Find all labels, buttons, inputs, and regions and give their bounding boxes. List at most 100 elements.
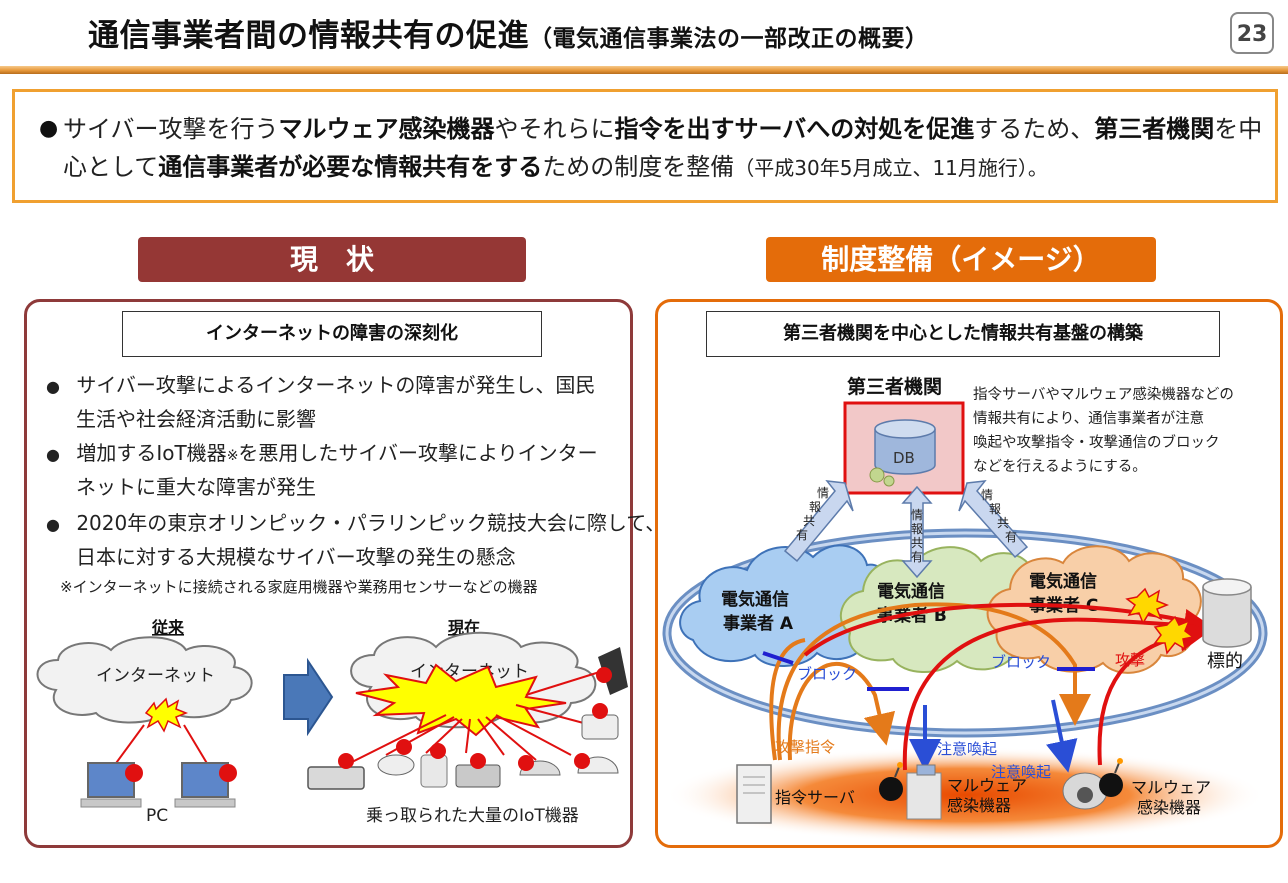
iot-device-icons [307, 647, 628, 790]
server-icon [736, 764, 772, 824]
command-lines [769, 602, 1091, 761]
bullet-3-line2: 日本に対する大規模なサイバー攻撃の発生の懸念 [76, 545, 516, 569]
database-icon [869, 419, 936, 487]
summary-bullet: ● [39, 116, 59, 141]
description-line-2: 情報共有により、通信事業者が注意 [973, 409, 1204, 427]
carrier-a-line2: 事業者 A [723, 613, 794, 634]
attack-command-label: 攻撃指令 [775, 738, 835, 756]
carrier-a-line1: 電気通信 [721, 589, 789, 610]
malware-device-c-line2: 感染機器 [1137, 798, 1201, 817]
summary-t3: するため、 [974, 115, 1095, 143]
malware-device-b-line1: マルウェア [947, 776, 1027, 795]
summary-t6: （平成30年5月成立、11月施行）。 [734, 156, 1048, 180]
malware-device-c-line1: マルウェア [1131, 778, 1211, 797]
footnote: ※インターネットに接続される家庭用機器や業務用センサーなどの機器 [60, 578, 538, 596]
page-number: 23 [1230, 12, 1274, 54]
pc-label: PC [146, 806, 168, 826]
block-marker [762, 651, 794, 665]
left-bullet-3: ● 2020年の東京オリンピック・パラリンピック競技大会に際して、 [46, 506, 665, 542]
block-label-c: ブロック [991, 653, 1051, 671]
alert-label-b: 注意喚起 [937, 740, 997, 758]
pc-icon [174, 762, 237, 808]
alert-arrow [1046, 699, 1078, 773]
large-explosion-icon [355, 663, 567, 737]
internet-cloud-after: インターネット [350, 631, 597, 737]
alert-label-c: 注意喚起 [991, 763, 1051, 781]
summary-t2: やそれらに [494, 115, 615, 143]
bullet-2-line1c: を悪用したサイバー攻撃によりインター [238, 441, 598, 465]
info-share-arrow-c: 情 報 共 有 [958, 480, 1029, 559]
description-line-4: などを行えるようにする。 [973, 458, 1147, 475]
info-share-char: 情 [911, 508, 923, 522]
description-line-1: 指令サーバやマルウェア感染機器などの [973, 386, 1234, 403]
explosion-icon [144, 697, 189, 733]
bullet-2-line2: ネットに重大な障害が発生 [76, 475, 316, 499]
page-title: 通信事業者間の情報共有の促進（電気通信事業法の一部改正の概要） [88, 10, 929, 55]
bullet-3-line1: 2020年の東京オリンピック・パラリンピック競技大会に際して、 [76, 511, 666, 535]
bomb-icon [879, 762, 903, 801]
target-label: 標的 [1207, 651, 1243, 672]
transition-arrow-icon [283, 657, 334, 737]
infected-device-icon [906, 764, 942, 820]
info-share-char: 情 [817, 486, 829, 500]
summary-b3: 第三者機関 [1094, 115, 1215, 143]
pc-icon [80, 762, 143, 808]
explosion-icon [1153, 615, 1195, 655]
internet-cloud-before: インターネット [36, 636, 253, 733]
internet-label-before: インターネット [96, 666, 215, 686]
bullet-2-note-mark: ※ [226, 448, 239, 464]
description-line-3: 喚起や攻撃指令・攻撃通信のブロック [973, 433, 1220, 451]
title-main: 通信事業者間の情報共有の促進 [88, 18, 529, 54]
bullet-dot: ● [46, 515, 60, 534]
current-status-header: 現 状 [138, 237, 526, 282]
title-divider [0, 66, 1288, 74]
bullet-1-line1: サイバー攻撃によるインターネットの障害が発生し、国民 [76, 373, 596, 397]
info-share-char: 有 [1005, 530, 1017, 544]
info-share-char: 共 [997, 516, 1009, 530]
malware-device-b-line2: 感染機器 [947, 796, 1011, 815]
carrier-c-line1: 電気通信 [1029, 571, 1097, 592]
explosion-icon [1125, 587, 1170, 625]
info-share-char: 報 [989, 502, 1001, 516]
before-label: 従来 [151, 618, 185, 637]
info-share-char: 共 [911, 536, 923, 550]
right-panel-label: 第三者機関を中心とした情報共有基盤の構築 [706, 311, 1220, 357]
bomb-icon [1099, 758, 1123, 797]
summary-t5: ための制度を整備 [542, 153, 735, 181]
summary-text: サイバー攻撃を行うマルウェア感染機器やそれらに指令を出すサーバへの対処を促進する… [63, 110, 1263, 187]
left-bullet-2: ● 増加するIoT機器※を悪用したサイバー攻撃によりインター [46, 436, 598, 473]
left-bullet-1: ● サイバー攻撃によるインターネットの障害が発生し、国民 [46, 368, 595, 404]
info-share-char: 情 [981, 488, 993, 502]
block-label-a: ブロック [797, 665, 857, 683]
system-image-header: 制度整備（イメージ） [766, 237, 1156, 282]
db-label: DB [893, 449, 915, 467]
info-share-char: 有 [796, 528, 808, 542]
summary-b1: マルウェア感染機器 [278, 115, 495, 143]
summary-t1: サイバー攻撃を行う [63, 115, 279, 143]
info-share-char: 報 [911, 522, 923, 536]
info-share-arrow-a: 情 報 共 有 [783, 480, 854, 563]
iot-label: 乗っ取られた大量のIoT機器 [366, 806, 579, 826]
target-icon [1202, 578, 1252, 648]
summary-t4: を中心として [63, 115, 1263, 181]
third-party-label: 第三者機関 [847, 375, 942, 398]
left-panel-label: インターネットの障害の深刻化 [122, 311, 542, 357]
summary-box: ● サイバー攻撃を行うマルウェア感染機器やそれらに指令を出すサーバへの対処を促進… [12, 89, 1278, 203]
camera-device-icon [1062, 772, 1108, 810]
carrier-b-line1: 電気通信 [877, 581, 945, 602]
info-share-char: 報 [809, 500, 821, 514]
bullet-2-line1a: 増加するIoT機器 [76, 441, 227, 465]
summary-b4: 通信事業者が必要な情報共有をする [158, 153, 543, 181]
summary-b2: 指令を出すサーバへの対処を促進 [614, 115, 975, 143]
bullet-dot: ● [46, 377, 60, 396]
bullet-dot: ● [46, 445, 60, 464]
command-server-label: 指令サーバ [775, 788, 855, 807]
bullet-1-line2: 生活や社会経済活動に影響 [76, 407, 316, 431]
info-share-char: 有 [911, 550, 923, 564]
iot-attack-illustration: 従来 現在 インターネット PC インターネット [36, 618, 628, 826]
info-sharing-diagram: 第三者機関 DB 指令サーバやマルウェア感染機器などの 情報共有により、通信事業… [662, 375, 1268, 843]
title-sub: （電気通信事業法の一部改正の概要） [529, 26, 929, 52]
info-share-arrow-b: 情 報 共 有 [901, 485, 933, 579]
info-share-char: 共 [803, 514, 815, 528]
attack-label: 攻撃 [1115, 651, 1145, 669]
